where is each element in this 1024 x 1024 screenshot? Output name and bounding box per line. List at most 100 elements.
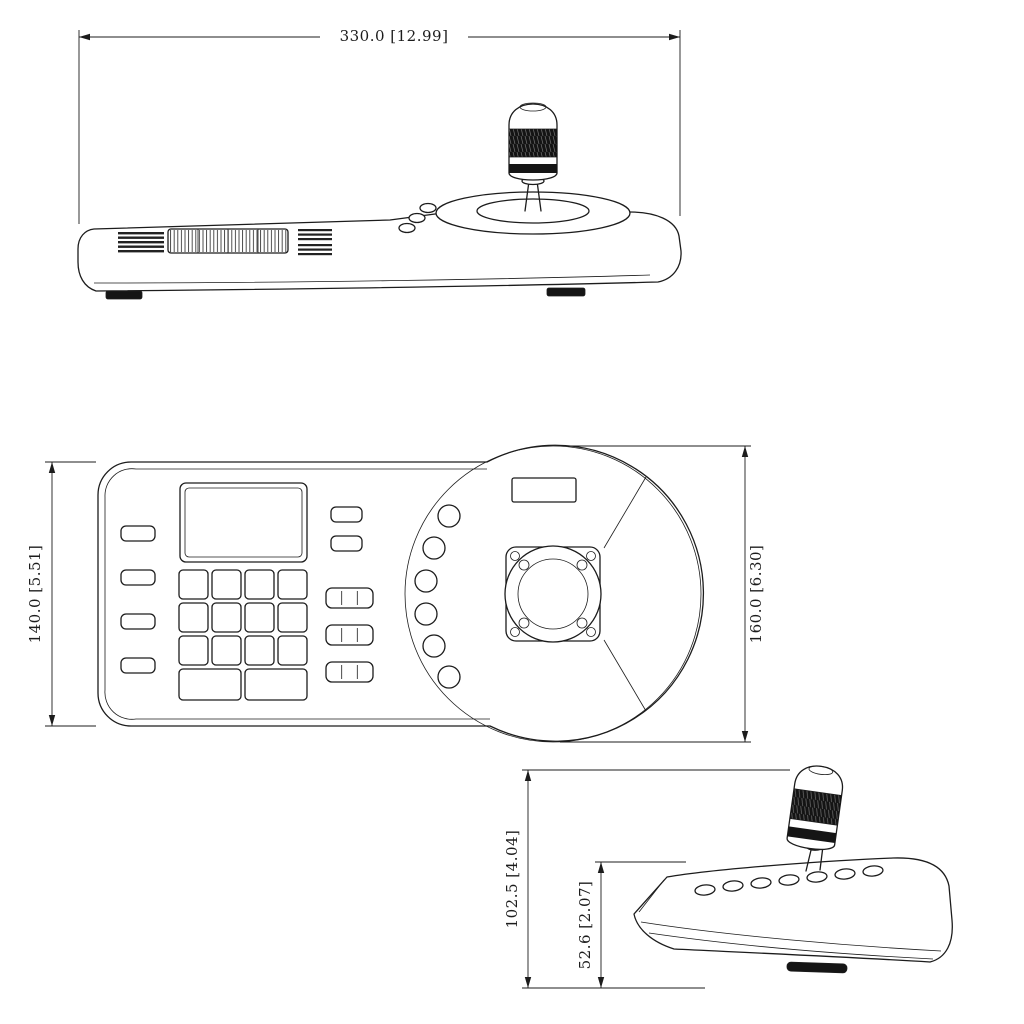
oval-button (778, 874, 800, 886)
front-view: 330.0 [12.99] (77, 27, 682, 300)
joystick-boot-inner (517, 558, 589, 630)
rocker-switch (325, 587, 374, 609)
keypad-key (178, 635, 209, 666)
arrowhead-up (597, 862, 605, 873)
round-button (422, 536, 446, 560)
top-view: 140.0 [5.51] 160.0 [6.30] (26, 444, 765, 743)
dimension-text-overall-height: 102.5 [4.04] (503, 830, 521, 929)
joystick (508, 102, 558, 212)
keypad-key (178, 569, 209, 600)
dimension-text-body-height: 52.6 [2.07] (576, 881, 594, 970)
oval-button (722, 880, 744, 892)
screw (510, 551, 520, 561)
top-face-buttons (694, 865, 884, 896)
vent-louvers-middle (298, 229, 332, 256)
oval-button (806, 871, 828, 883)
function-button (330, 506, 363, 523)
dimension-text-body-depth: 140.0 [5.51] (26, 545, 44, 644)
dome-facet-line (603, 476, 647, 549)
joystick-dome-circle (404, 445, 702, 743)
dimension-text-overall-width: 330.0 [12.99] (340, 27, 449, 45)
boot-detail (518, 617, 530, 629)
keypad-key (211, 602, 242, 633)
dimension-text-overall-depth: 160.0 [6.30] (747, 545, 765, 644)
keypad-key (178, 602, 209, 633)
indicator-window (511, 477, 577, 503)
arrowhead-up (48, 462, 56, 473)
keypad-key (211, 635, 242, 666)
round-button (437, 504, 461, 528)
arrowhead-down (48, 715, 56, 726)
jog-buttons-arc (414, 504, 461, 689)
screw (586, 551, 596, 561)
oval-button (694, 884, 716, 896)
function-button (120, 657, 156, 674)
boot-detail (576, 559, 588, 571)
arrowhead-down (524, 977, 532, 988)
keypad-key-wide (178, 668, 242, 701)
joystick-knurl-band (509, 129, 557, 157)
joystick-side (786, 765, 844, 872)
joystick-knob-cap (519, 102, 547, 112)
joystick-mount (504, 545, 602, 643)
function-button (120, 613, 156, 630)
joystick-knurl-band (789, 788, 842, 826)
boot-detail (576, 617, 588, 629)
body-outline (633, 857, 953, 963)
nose-facet-line (638, 879, 665, 913)
keypad-key (277, 602, 308, 633)
base-contour-line (93, 274, 651, 284)
side-view: 102.5 [4.04] 52.6 [2.07] (503, 765, 953, 989)
joystick-knob-cap (808, 765, 834, 776)
rocker-switch (325, 624, 374, 646)
arrowhead-up (741, 446, 749, 457)
joystick-shaft (536, 180, 542, 212)
round-button (414, 569, 438, 593)
oval-button (834, 868, 856, 880)
dome-facet-line (603, 639, 647, 712)
foot-left (105, 290, 143, 300)
dimension-overall-depth: 160.0 [6.30] (560, 445, 765, 743)
boot-detail (518, 559, 530, 571)
dimension-text-mask (320, 27, 468, 45)
foot (786, 961, 848, 974)
joystick-lower-band (509, 164, 557, 173)
round-button (422, 634, 446, 658)
screw (586, 627, 596, 637)
arrowhead-down (597, 977, 605, 988)
keyboard-body-top (97, 444, 705, 743)
key-row-profile (167, 228, 289, 254)
joystick-boot-outer (504, 545, 602, 643)
body-inner-line (104, 468, 490, 720)
joystick-base-platform (435, 191, 631, 235)
round-button (414, 602, 438, 626)
keyboard-body-side (633, 765, 953, 974)
arrowhead-down (741, 731, 749, 742)
joystick-lower-band (787, 826, 837, 843)
arrowhead-up (524, 770, 532, 781)
dimension-overall-height: 102.5 [4.04] (503, 769, 790, 989)
keypad-key (211, 569, 242, 600)
body-contour-line (648, 932, 934, 960)
foot-right (546, 287, 586, 297)
joystick-knob (786, 765, 844, 851)
keypad-key (244, 635, 275, 666)
vent-louvers-left (118, 232, 164, 253)
oval-button (750, 877, 772, 889)
arrowhead-right (669, 33, 680, 41)
rocker-switch (325, 661, 374, 683)
side-buttons-profile (398, 202, 437, 234)
keypad-key (244, 602, 275, 633)
keyboard-body-front (77, 102, 682, 300)
body-contour-line (640, 921, 942, 952)
keypad-key (277, 569, 308, 600)
keypad-key (244, 569, 275, 600)
screw (510, 627, 520, 637)
keypad-key (277, 635, 308, 666)
lcd-display (179, 482, 308, 563)
dimension-body-height: 52.6 [2.07] (576, 861, 686, 988)
round-button (437, 665, 461, 689)
dimension-body-depth: 140.0 [5.51] (26, 461, 96, 727)
